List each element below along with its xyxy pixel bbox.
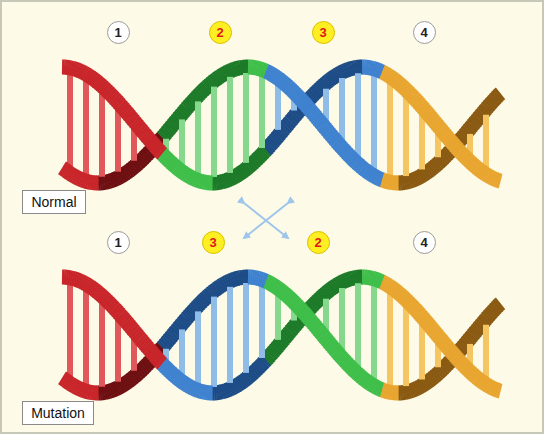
normal-helix: [62, 67, 501, 183]
segment-number-circle: 2: [209, 21, 232, 44]
segment-number-circle: 4: [413, 21, 436, 44]
segment-number-circle: 3: [312, 21, 335, 44]
label-box: Normal: [22, 190, 86, 214]
segment-number-circle: 1: [107, 21, 130, 44]
label-box: Mutation: [22, 401, 94, 425]
mutation-helix: [62, 277, 501, 393]
segment-number-circle: 3: [202, 231, 225, 254]
segment-number: 4: [420, 235, 427, 250]
segment-number-circle: 4: [413, 231, 436, 254]
row-label: Normal: [31, 194, 76, 210]
swap-arrows: [244, 203, 288, 238]
segment-number-circle: 1: [107, 231, 130, 254]
segment-number: 3: [209, 235, 216, 250]
segment-number: 1: [114, 25, 121, 40]
segment-number-circle: 2: [307, 231, 330, 254]
segment-number: 2: [216, 25, 223, 40]
row-label: Mutation: [31, 405, 85, 421]
segment-number: 3: [319, 25, 326, 40]
segment-number: 4: [420, 25, 427, 40]
segment-number: 2: [314, 235, 321, 250]
segment-number: 1: [114, 235, 121, 250]
